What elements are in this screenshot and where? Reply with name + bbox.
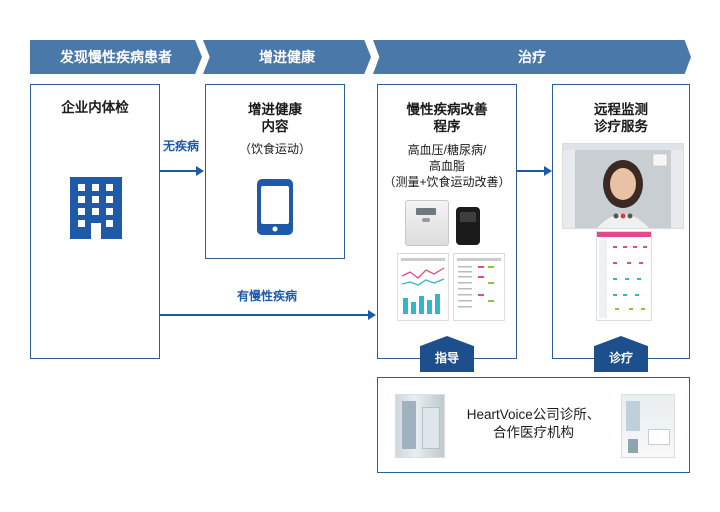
program-sub-line1: 高血压/糖尿病/ <box>407 143 487 157</box>
improvement-program-box: 慢性疾病改善 程序 高血压/糖尿病/ 高血脂 （测量+饮食运动改善） <box>377 84 517 359</box>
header-promote: 增进健康 <box>203 40 371 74</box>
arrow-has-disease-line <box>160 314 368 316</box>
body-scale-image <box>405 200 449 246</box>
arrow-no-disease-line <box>160 170 196 172</box>
video-call-screenshot <box>562 143 684 229</box>
clinic-box: HeartVoice公司诊所、 合作医疗机构 <box>377 377 690 473</box>
blood-pressure-monitor-image <box>456 207 480 245</box>
remote-title-line1: 远程监测 <box>594 102 648 117</box>
header-discover: 发现慢性疾病患者 <box>30 40 202 74</box>
arrow-has-disease-label: 有慢性疾病 <box>237 289 298 303</box>
arrow-has-disease-head <box>368 310 376 320</box>
program-sub-line2: 高血脂 <box>428 159 465 173</box>
program-title-line2: 程序 <box>433 119 461 134</box>
clinic-interior-image-right <box>621 394 675 458</box>
health-content-box: 增进健康 内容 （饮食运动） <box>205 84 345 259</box>
program-app-screenshot-2 <box>453 253 505 321</box>
monitoring-data-screenshot <box>596 231 652 321</box>
arrow-no-disease-label: 无疾病 <box>163 139 200 153</box>
header-treat: 治疗 <box>373 40 691 74</box>
program-app-screenshot-1 <box>397 253 449 321</box>
office-building-icon <box>70 177 122 239</box>
health-title-line1: 增进健康 <box>248 102 302 117</box>
remote-title-line2: 诊疗服务 <box>594 119 648 134</box>
program-sub-line3: （测量+饮食运动改善） <box>383 175 511 189</box>
clinic-text-line2: 合作医疗机构 <box>493 425 574 440</box>
health-title-line2: 内容 <box>261 119 289 134</box>
guide-tag: 指导 <box>420 336 474 372</box>
checkup-box: 企业内体检 <box>30 84 160 359</box>
program-title-line1: 慢性疾病改善 <box>406 102 488 117</box>
clinic-text-line1: HeartVoice公司诊所、 <box>466 407 601 422</box>
remote-monitoring-box: 远程监测 诊疗服务 <box>552 84 690 359</box>
smartphone-icon <box>257 179 293 235</box>
arrow-no-disease-head <box>196 166 204 176</box>
arrow-program-to-remote-head <box>544 166 552 176</box>
arrow-program-to-remote-line <box>517 170 544 172</box>
health-sub: （饮食运动） <box>238 142 311 156</box>
clinic-interior-image-left <box>395 394 445 458</box>
checkup-title: 企业内体检 <box>61 100 129 115</box>
